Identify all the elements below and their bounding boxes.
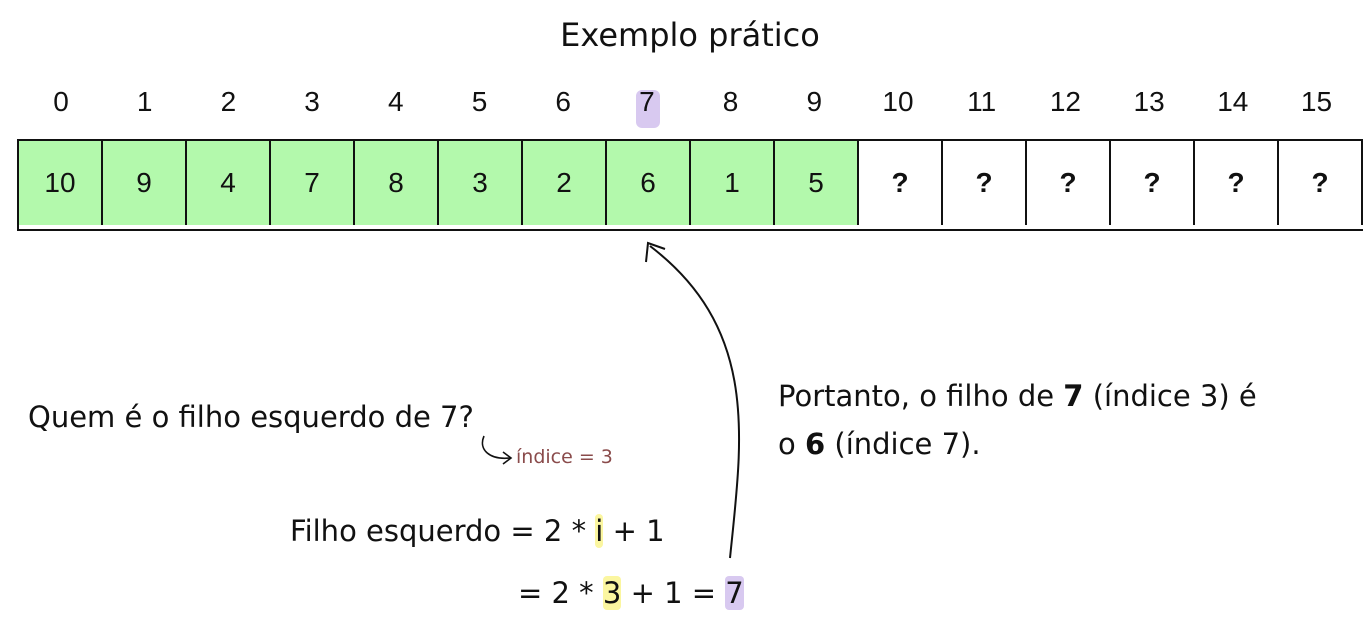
empty-array-cell: ? xyxy=(859,141,943,225)
index-label: 6 xyxy=(555,86,571,117)
formula-result: 7 xyxy=(725,576,744,610)
index-label: 3 xyxy=(304,86,320,117)
index-label: 0 xyxy=(53,86,69,117)
index-hint-label: índice = 3 xyxy=(516,446,613,468)
array-cell: 8 xyxy=(355,141,439,225)
index-label: 2 xyxy=(220,86,237,117)
formula-line-2-prefix: = 2 * xyxy=(518,576,603,610)
hint-arrowhead-icon xyxy=(502,451,513,465)
formula-variable-i: i xyxy=(595,514,604,548)
conclusion-line-1-suffix: (índice 3) é xyxy=(1083,379,1257,413)
index-label: 11 xyxy=(967,86,997,117)
empty-array-cell: ? xyxy=(1279,141,1363,225)
empty-array-cell: ? xyxy=(1195,141,1279,225)
index-label: 14 xyxy=(1217,86,1249,117)
index-label: 1 xyxy=(136,86,153,117)
conclusion-text: Portanto, o filho de 7 (índice 3) é o 6 … xyxy=(778,372,1257,468)
index-label: 12 xyxy=(1049,86,1081,117)
conclusion-line-1: Portanto, o filho de 7 (índice 3) é xyxy=(778,372,1257,420)
index-label: 15 xyxy=(1300,86,1333,117)
diagram-title: Exemplo prático xyxy=(560,16,820,54)
array-cell: 6 xyxy=(607,141,691,225)
formula-substituted-value: 3 xyxy=(602,576,622,610)
array-cell: 7 xyxy=(271,141,355,225)
array-cell: 3 xyxy=(439,141,523,225)
array-cell: 5 xyxy=(775,141,859,225)
empty-array-cell: ? xyxy=(1111,141,1195,225)
array-cell: 4 xyxy=(187,141,271,225)
index-label: 8 xyxy=(722,86,739,117)
formula-line-1-prefix: Filho esquerdo = 2 * xyxy=(290,514,596,548)
conclusion-parent-value: 7 xyxy=(1063,379,1084,413)
array-cell: 10 xyxy=(19,141,103,225)
result-to-cell-arrow xyxy=(649,245,741,559)
hint-arrow xyxy=(481,435,511,460)
conclusion-child-value: 6 xyxy=(804,427,826,461)
conclusion-line-2-suffix: (índice 7). xyxy=(825,427,981,461)
question-text: Quem é o filho esquerdo de 7? xyxy=(28,400,474,434)
index-label: 4 xyxy=(388,86,404,117)
formula-line-1: Filho esquerdo = 2 * i + 1 xyxy=(290,514,665,548)
array-cell: 1 xyxy=(691,141,775,225)
conclusion-line-1-prefix: Portanto, o filho de xyxy=(778,379,1064,413)
empty-array-cell: ? xyxy=(1027,141,1111,225)
index-label: 9 xyxy=(806,86,823,117)
formula-line-2: = 2 * 3 + 1 = 7 xyxy=(518,576,744,610)
array-cell: 2 xyxy=(523,141,607,225)
index-label: 5 xyxy=(471,86,488,117)
conclusion-line-2: o 6 (índice 7). xyxy=(778,420,1257,468)
array-cell: 9 xyxy=(103,141,187,225)
index-hint: índice = 3 xyxy=(516,446,613,468)
index-label: 10 xyxy=(882,86,914,117)
arrowhead-icon xyxy=(645,241,666,263)
empty-array-cell: ? xyxy=(943,141,1027,225)
index-label: 13 xyxy=(1133,86,1165,117)
conclusion-line-2-prefix: o xyxy=(778,427,805,461)
formula-line-2-mid: + 1 = xyxy=(621,576,726,610)
formula-line-1-suffix: + 1 xyxy=(603,514,665,548)
